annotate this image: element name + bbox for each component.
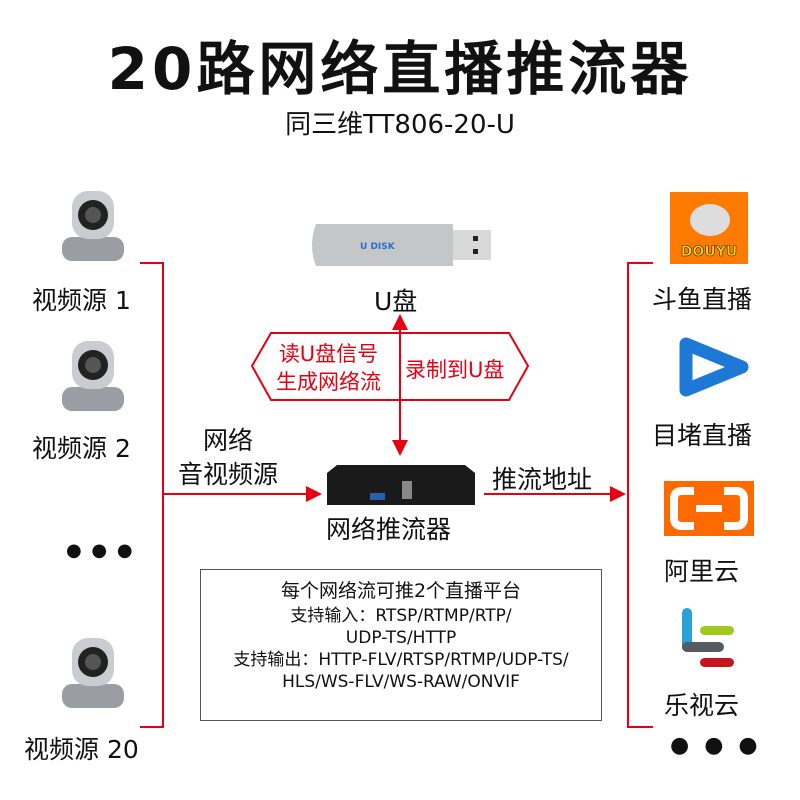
aliyun-logo	[664, 481, 754, 536]
platform-label: 乐视云	[664, 691, 740, 720]
info-line: 支持输入：RTSP/RTMP/RTP/	[290, 606, 512, 626]
streamer-device-icon	[327, 465, 475, 505]
platform-bracket	[627, 262, 653, 728]
source-bracket	[140, 262, 164, 728]
info-line: 支持输出：HTTP-FLV/RTSP/RTMP/UDP-TS/	[233, 650, 569, 670]
camera-icon	[62, 638, 124, 708]
camera-icon	[62, 341, 124, 411]
device-label: 网络推流器	[326, 515, 452, 544]
page-subtitle: 同三维TT806-20-U	[285, 110, 515, 140]
input-label: 网络音视频源	[178, 426, 279, 489]
page-title: 20路网络直播推流器	[107, 35, 693, 103]
record-usb-label: 录制到U盘	[405, 358, 505, 382]
info-box: 每个网络流可推2个直播平台 支持输入：RTSP/RTMP/RTP/ UDP-TS…	[200, 569, 602, 721]
platform-ellipsis: ● ● ●	[670, 733, 762, 758]
info-line: HLS/WS-FLV/WS-RAW/ONVIF	[282, 672, 520, 692]
source-label: 视频源 2	[32, 434, 131, 463]
platform-label: 斗鱼直播	[652, 285, 753, 314]
play-logo	[679, 337, 749, 397]
letv-logo	[682, 608, 734, 667]
camera-icon	[62, 191, 124, 261]
usb-label: U盘	[374, 287, 418, 316]
source-label: 视频源 1	[32, 286, 131, 315]
source-label: 视频源 20	[24, 735, 139, 764]
platform-label: 阿里云	[664, 557, 740, 586]
read-usb-label: 读U盘信号生成网络流	[276, 340, 381, 396]
source-ellipsis: ● ● ●	[66, 540, 135, 561]
read-line: 生成网络流	[276, 370, 381, 394]
info-line: 每个网络流可推2个直播平台	[280, 580, 522, 602]
usb-hexagon	[250, 332, 530, 401]
douyu-logo: DOUYU	[670, 192, 748, 264]
usb-drive-icon: U DISK	[312, 224, 491, 266]
read-line: 读U盘信号	[278, 342, 379, 366]
platform-label: 目堵直播	[652, 421, 753, 450]
usb-brand: U DISK	[360, 242, 396, 252]
output-label: 推流地址	[492, 465, 593, 494]
info-line: UDP-TS/HTTP	[345, 628, 457, 648]
svg-text:DOUYU: DOUYU	[681, 244, 737, 260]
